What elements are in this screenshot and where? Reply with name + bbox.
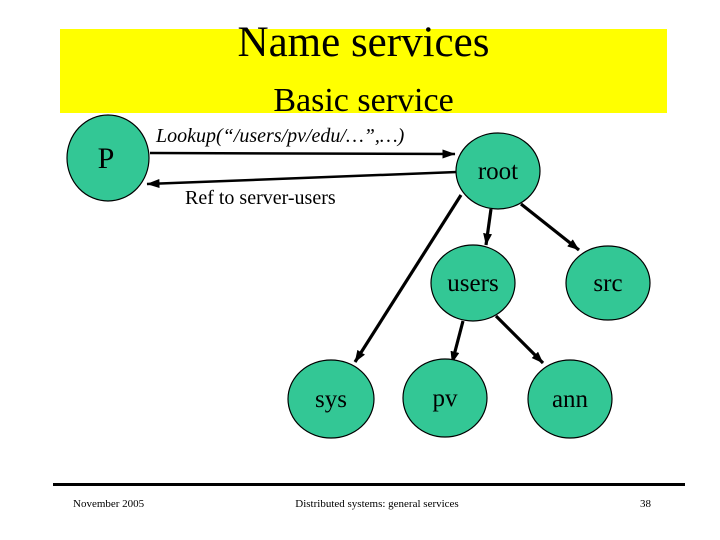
node-users-circle	[430, 244, 516, 322]
edge-root-src	[520, 202, 580, 252]
ref-reply-arrow	[146, 170, 458, 189]
slide-subtitle: Basic service	[273, 82, 454, 119]
footer-course-title: Distributed systems: general services	[295, 498, 459, 510]
node-root-label: root	[478, 158, 518, 185]
node-process-p-circle	[66, 114, 150, 202]
slide-title: Name services	[237, 19, 490, 66]
footer-date: November 2005	[73, 498, 145, 510]
footer-divider	[53, 483, 685, 486]
lookup-request-arrow	[149, 149, 456, 159]
node-ann-circle	[527, 359, 613, 439]
edge-users-pv	[450, 320, 465, 364]
node-sys-label: sys	[315, 386, 347, 413]
node-users-label: users	[447, 270, 498, 297]
edge-users-ann	[494, 314, 545, 365]
node-pv-label: pv	[433, 385, 459, 412]
node-sys-circle	[287, 359, 375, 439]
edge-root-sys	[353, 194, 463, 363]
node-ann-label: ann	[552, 386, 589, 413]
node-process-p-label: P	[98, 142, 115, 175]
node-root-circle	[455, 132, 541, 210]
edge-root-users	[483, 208, 493, 246]
footer-page-number: 38	[640, 498, 651, 510]
node-pv-circle	[402, 358, 488, 438]
ref-to-server-label: Ref to server-users	[185, 187, 336, 209]
node-src-label: src	[593, 270, 622, 297]
lookup-call-label: Lookup(“/users/pv/edu/…”,…)	[156, 125, 405, 147]
node-src-circle	[565, 245, 651, 321]
title-banner	[60, 29, 667, 113]
